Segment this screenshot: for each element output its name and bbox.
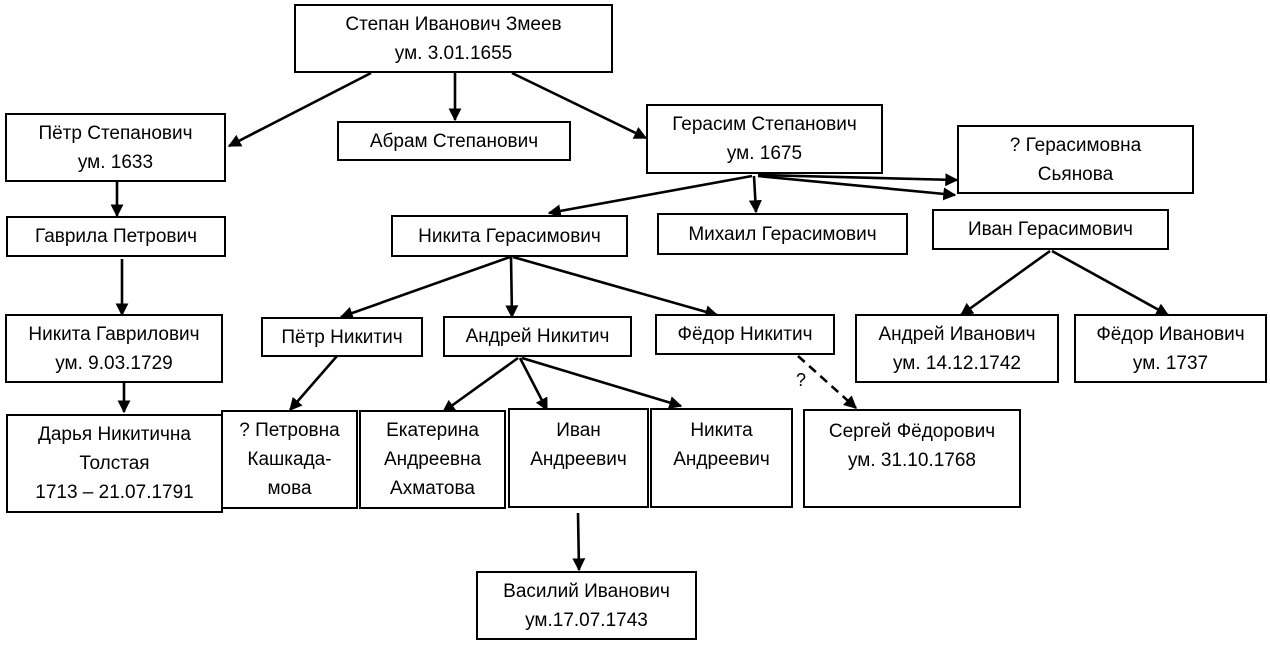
person-nikita-andreevich: Никита Андреевич (650, 408, 793, 508)
person-stepan: Степан Иванович Змеев ум. 3.01.1655 (294, 4, 613, 73)
edge-gerasim-ivan (757, 174, 957, 201)
person-ivan-andreevich: Иван Андреевич (508, 408, 649, 508)
person-q-gerasimovna: ? Герасимовна Сьянова (957, 125, 1194, 194)
edge-andreyn-ivan (518, 357, 549, 412)
person-fedor-ivanovich-label: Фёдор Иванович ум. 1737 (1096, 323, 1245, 374)
person-vasiliy-label: Василий Иванович ум.17.07.1743 (503, 580, 670, 631)
person-q-petrovna-label: ? Петровна Кашкада- мова (239, 420, 340, 499)
person-andrey-nikitich: Андрей Никитич (443, 316, 632, 357)
person-gavrila-label: Гаврила Петрович (34, 226, 198, 247)
edge-stepan-gerasim (511, 71, 648, 140)
person-petr-nikitich-label: Пётр Никитич (281, 326, 403, 348)
person-ivan-gerasimovich-label: Иван Герасимович (968, 219, 1133, 240)
person-andrey-nikitich-label: Андрей Никитич (465, 326, 610, 347)
person-darya: Дарья Никитична Толстая 1713 – 21.07.179… (6, 414, 223, 513)
edge-nikitag-fedor (512, 255, 719, 319)
person-petr-stepanovich: Пётр Степанович ум. 1633 (5, 113, 226, 182)
edge-andreyn-ekaterina (441, 356, 519, 414)
edge-gerasim-spouse (757, 173, 959, 187)
person-sergey: Сергей Фёдорович ум. 31.10.1768 (803, 409, 1021, 508)
edge-ivang-fedor (1051, 249, 1170, 317)
edge-petrn-daughter (289, 355, 338, 411)
edge-nikitag-andrey (505, 256, 519, 319)
person-andrey-ivanovich: Андрей Иванович ум. 14.12.1742 (855, 314, 1059, 383)
person-q-gerasimovna-label: ? Герасимовна Сьянова (1009, 134, 1142, 185)
person-abram: Абрам Степанович (337, 121, 571, 161)
edge-ivana-vasiliy (572, 512, 586, 572)
person-andrey-ivanovich-label: Андрей Иванович ум. 14.12.1742 (878, 323, 1036, 374)
person-nikita-gerasimovich: Никита Герасимович (391, 215, 628, 257)
uncertain-link-mark: ? (796, 370, 807, 390)
person-ekaterina-label: Екатерина Андреевна Ахматова (383, 420, 482, 499)
person-q-petrovna: ? Петровна Кашкада- мова (221, 410, 358, 509)
person-nikita-gavrilovich-label: Никита Гаврилович ум. 9.03.1729 (28, 323, 200, 374)
person-petr-nikitich: Пётр Никитич (261, 317, 423, 357)
person-nikita-gerasimovich-label: Никита Герасимович (418, 225, 601, 247)
person-fedor-nikitich: Фёдор Никитич (655, 314, 835, 355)
person-ivan-andreevich-label: Иван Андреевич (530, 420, 627, 470)
edge-gerasim-nikita (547, 174, 753, 218)
person-fedor-ivanovich: Фёдор Иванович ум. 1737 (1074, 314, 1267, 383)
person-sergey-label: Сергей Фёдорович ум. 31.10.1768 (828, 421, 996, 471)
person-stepan-label: Степан Иванович Змеев ум. 3.01.1655 (345, 13, 562, 64)
edge-stepan-petr (227, 71, 372, 148)
person-nikita-gavrilovich: Никита Гаврилович ум. 9.03.1729 (5, 314, 223, 383)
person-mikhail-label: Михаил Герасимович (688, 223, 877, 245)
person-darya-label: Дарья Никитична Толстая 1713 – 21.07.179… (35, 424, 194, 503)
edge-ivang-andrey (959, 249, 1051, 317)
person-mikhail: Михаил Герасимович (657, 213, 908, 255)
person-ivan-gerasimovich: Иван Герасимович (932, 209, 1169, 250)
person-gerasim: Герасим Степанович ум. 1675 (646, 104, 883, 174)
person-petr-stepanovich-label: Пётр Степанович ум. 1633 (38, 122, 193, 173)
edge-andreyn-nikita (521, 356, 683, 409)
edge-fedorn-sergey-dashed (797, 355, 857, 409)
edge-gerasim-mikhail (748, 175, 762, 214)
person-vasiliy: Василий Иванович ум.17.07.1743 (476, 571, 697, 640)
person-gerasim-label: Герасим Степанович ум. 1675 (672, 114, 857, 164)
person-gavrila: Гаврила Петрович (6, 216, 226, 257)
person-abram-label: Абрам Степанович (369, 130, 539, 152)
person-fedor-nikitich-label: Фёдор Никитич (677, 324, 813, 345)
person-nikita-andreevich-label: Никита Андреевич (673, 420, 770, 470)
person-ekaterina: Екатерина Андреевна Ахматова (359, 410, 506, 509)
edge-nikitag-petr (339, 255, 511, 320)
